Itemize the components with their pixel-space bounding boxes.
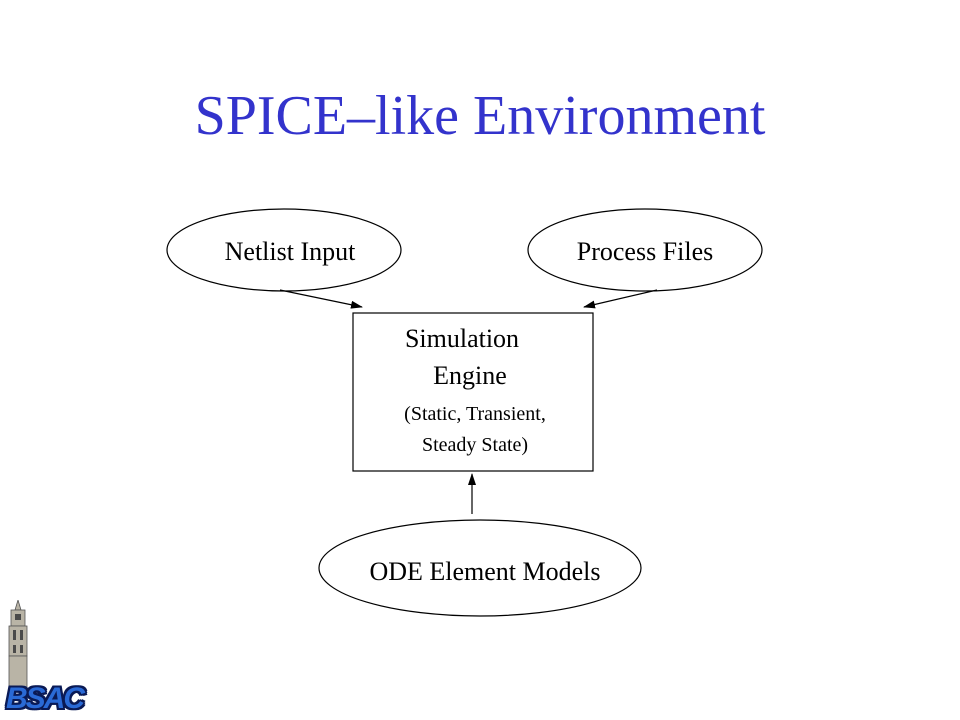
engine-label-line3: (Static, Transient, [404,403,546,425]
ode-element-models-node: ODE Element Models [318,519,642,617]
ode-element-models-label: ODE Element Models [369,557,600,586]
netlist-input-label: Netlist Input [225,237,356,266]
slide-title: SPICE–like Environment [194,85,766,147]
simulation-engine-node: Simulation Engine (Static, Transient, St… [352,312,594,472]
bsac-logo-text: BSAC [6,682,85,715]
engine-label-line4: Steady State) [422,434,528,456]
process-files-node: Process Files [527,208,763,292]
arrow-netlist-to-engine [279,289,363,309]
arrow-process-to-engine [583,289,658,309]
process-files-label: Process Files [577,237,714,266]
engine-label-line2: Engine [433,361,507,390]
netlist-input-node: Netlist Input [166,208,402,292]
campanile-tower-icon [8,600,28,691]
engine-label-line1: Simulation [405,324,519,353]
